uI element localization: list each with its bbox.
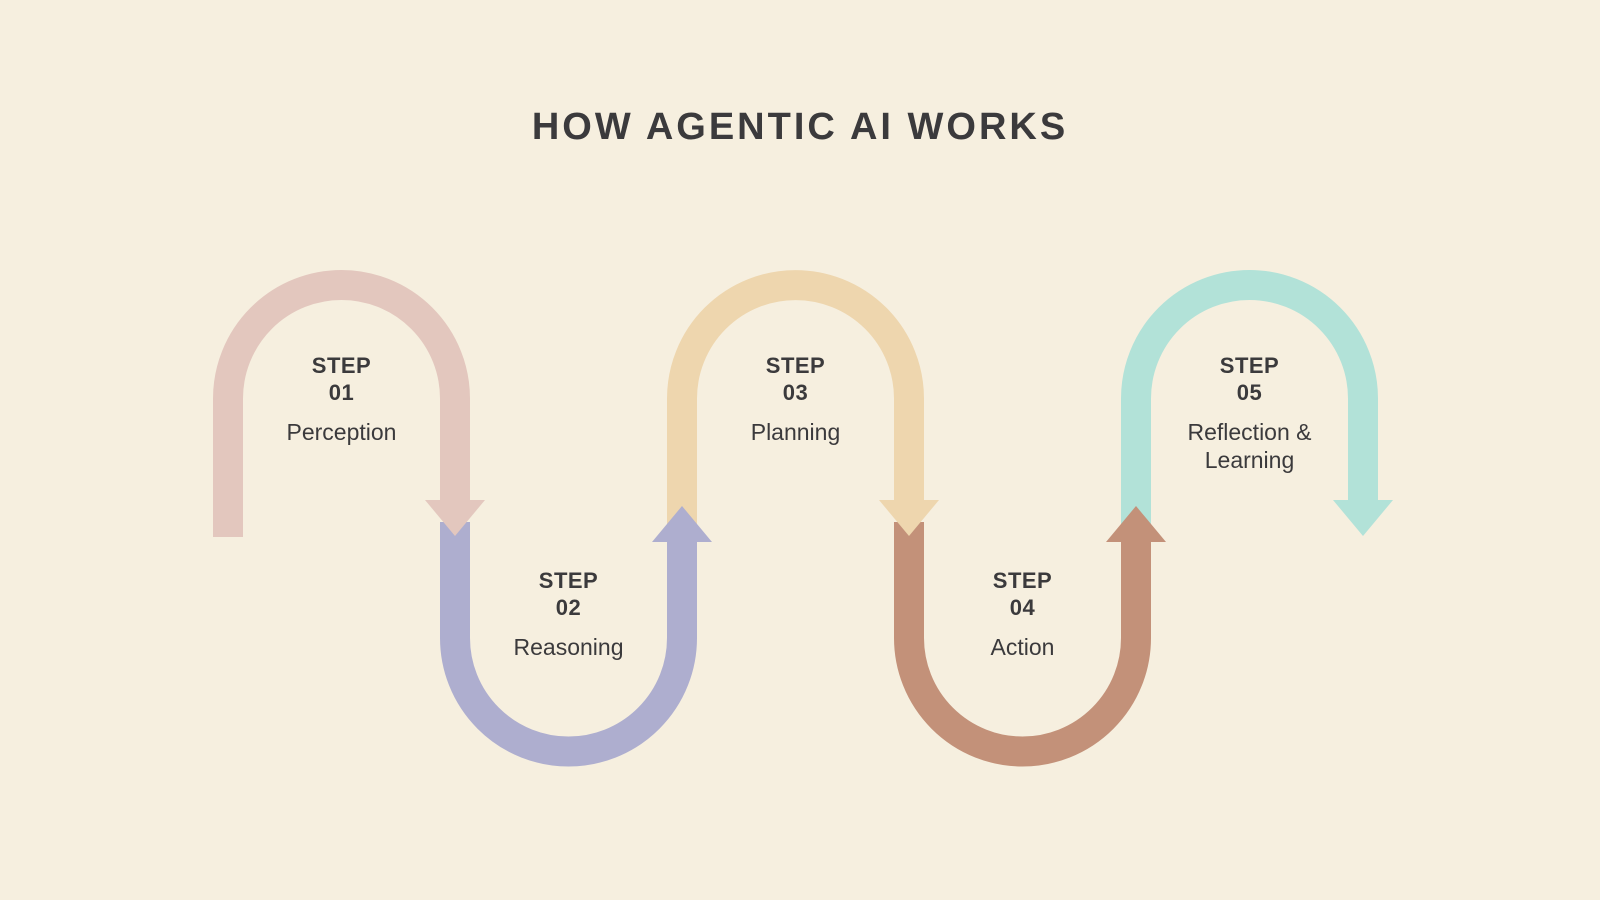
step-2-arrowhead-up-icon (652, 506, 712, 542)
step-4-arrowhead-up-icon (1106, 506, 1166, 542)
step-1-arrowhead-down-icon (425, 500, 485, 536)
step-3-curve-group (667, 270, 939, 537)
step-4-text-block: STEP 04 Action (903, 567, 1143, 661)
step-3-label: Planning (750, 419, 841, 445)
step-3-text-block: STEP 03 Planning (676, 352, 916, 446)
step-3-curved-arrow-path (667, 270, 924, 537)
step-3-number: 03 (782, 380, 809, 405)
step-4-word: STEP (992, 568, 1053, 593)
step-3-arrowhead-down-icon (879, 500, 939, 536)
step-4-curve-group (894, 506, 1166, 767)
step-5-curved-arrow-path (1121, 270, 1378, 537)
step-2-curved-arrow-path (440, 522, 697, 767)
step-1-label: Perception (286, 419, 397, 445)
step-5-text-block: STEP 05 Reflection & Learning (1130, 352, 1370, 474)
step-4-number: 04 (1009, 595, 1036, 620)
page-title: HOW AGENTIC AI WORKS (531, 106, 1069, 148)
step-1-word: STEP (311, 353, 372, 378)
step-2-label: Reasoning (513, 634, 624, 660)
step-4-label: Action (990, 634, 1055, 660)
step-4-curved-arrow-path (894, 522, 1151, 767)
step-5-label: Reflection & Learning (1187, 419, 1312, 473)
step-5-arrowhead-down-icon (1333, 500, 1393, 536)
step-1-curve-group (213, 270, 485, 537)
step-2-number: 02 (555, 595, 582, 620)
step-2-curve-group (440, 506, 712, 767)
step-5-number: 05 (1236, 380, 1263, 405)
step-5-curve-group (1121, 270, 1393, 537)
step-1-number: 01 (328, 380, 355, 405)
step-5-word: STEP (1219, 353, 1280, 378)
step-1-curved-arrow-path (213, 270, 470, 537)
step-3-word: STEP (765, 353, 826, 378)
step-2-word: STEP (538, 568, 599, 593)
step-2-text-block: STEP 02 Reasoning (449, 567, 689, 661)
step-1-text-block: STEP 01 Perception (222, 352, 462, 446)
